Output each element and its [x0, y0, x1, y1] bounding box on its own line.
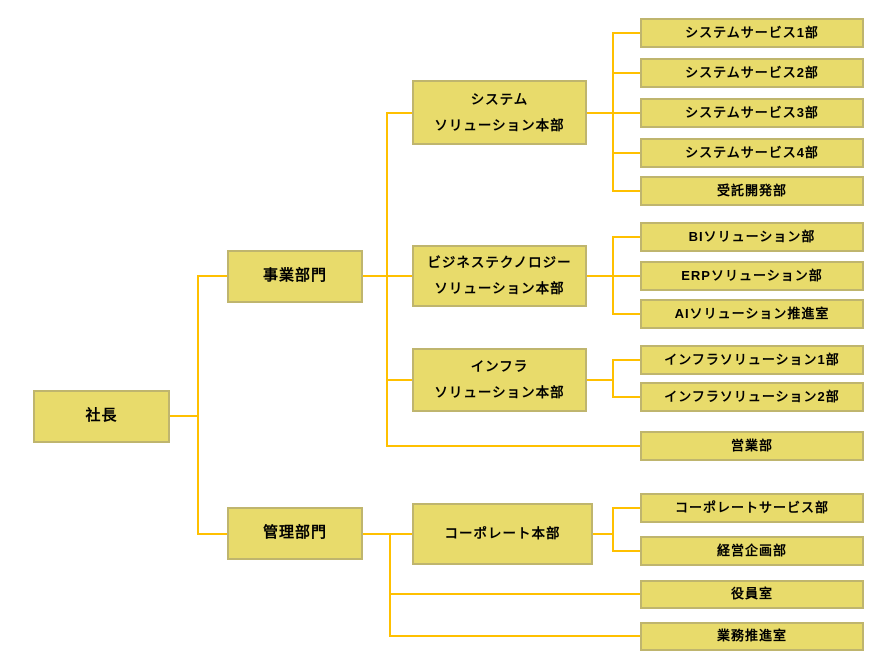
org-node-infra-solution-1: インフラソリューション1部	[640, 345, 864, 375]
org-node-system-service-1: システムサービス1部	[640, 18, 864, 48]
org-node-system-service-4: システムサービス4部	[640, 138, 864, 168]
org-node-corporate-hq: コーポレート本部	[412, 503, 593, 565]
org-node-corporate-service: コーポレートサービス部	[640, 493, 864, 523]
org-node-corporate-planning: 経営企画部	[640, 536, 864, 566]
org-node-ai-solution-promotion: AIソリューション推進室	[640, 299, 864, 329]
org-node-admin-division: 管理部門	[227, 507, 363, 560]
org-node-contract-development: 受託開発部	[640, 176, 864, 206]
org-node-business-promotion-office: 業務推進室	[640, 622, 864, 651]
org-node-system-service-2: システムサービス2部	[640, 58, 864, 88]
org-node-president: 社長	[33, 390, 170, 443]
org-node-system-service-3: システムサービス3部	[640, 98, 864, 128]
org-node-erp-solution: ERPソリューション部	[640, 261, 864, 291]
org-node-infra-solution-hq: インフラ ソリューション本部	[412, 348, 587, 412]
org-node-sales: 営業部	[640, 431, 864, 461]
org-node-bi-solution: BIソリューション部	[640, 222, 864, 252]
org-node-infra-solution-2: インフラソリューション2部	[640, 382, 864, 412]
org-node-business-technology-solution-hq: ビジネステクノロジー ソリューション本部	[412, 245, 587, 307]
org-node-system-solution-hq: システム ソリューション本部	[412, 80, 587, 145]
org-node-business-division: 事業部門	[227, 250, 363, 303]
org-node-executive-office: 役員室	[640, 580, 864, 609]
